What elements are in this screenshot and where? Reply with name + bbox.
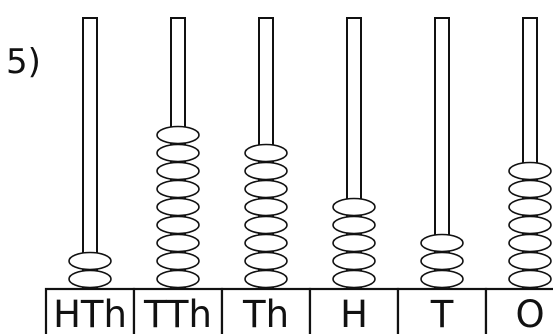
bead (420, 251, 464, 271)
bead (332, 233, 376, 253)
place-value-label: O (515, 293, 544, 334)
bead (244, 197, 288, 217)
bead (68, 251, 112, 271)
bead (508, 269, 552, 289)
bead (244, 143, 288, 163)
place-value-label: H (340, 293, 368, 334)
bead (244, 179, 288, 199)
bead (420, 269, 464, 289)
bead (156, 215, 200, 235)
bead (332, 269, 376, 289)
bead (508, 197, 552, 217)
place-value-label: HTh (53, 293, 127, 334)
question-number: 5) (6, 42, 41, 82)
bead (156, 125, 200, 145)
bead (156, 161, 200, 181)
bead (156, 269, 200, 289)
bead (244, 161, 288, 181)
rod-HTh (82, 17, 98, 290)
bead (244, 233, 288, 253)
bead (332, 215, 376, 235)
bead (244, 215, 288, 235)
bead (244, 251, 288, 271)
bead (156, 197, 200, 217)
place-value-label: Th (242, 293, 289, 334)
place-value-label: TTh (143, 293, 212, 334)
bead (156, 251, 200, 271)
bead (508, 215, 552, 235)
place-value-cell (484, 287, 553, 334)
bead (508, 161, 552, 181)
bead (332, 197, 376, 217)
bead (156, 233, 200, 253)
bead (156, 143, 200, 163)
bead (244, 269, 288, 289)
bead (508, 251, 552, 271)
bead (508, 179, 552, 199)
bead (68, 269, 112, 289)
bead (420, 233, 464, 253)
place-value-label: T (430, 293, 454, 334)
bead (156, 179, 200, 199)
bead (508, 233, 552, 253)
place-value-cell (396, 287, 488, 334)
bead (332, 251, 376, 271)
place-value-cell (132, 287, 224, 334)
